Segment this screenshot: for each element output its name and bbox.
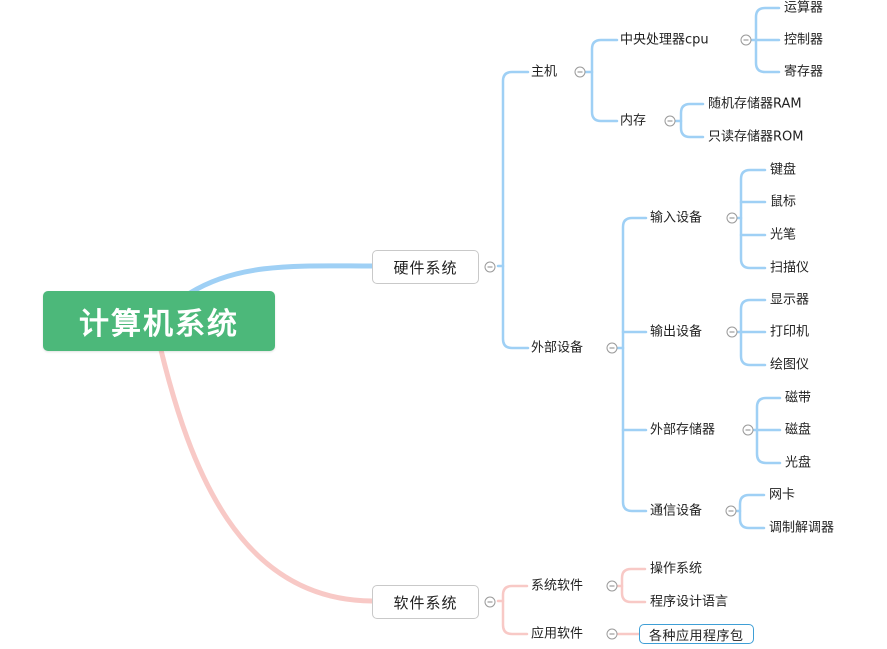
external-storage-collapse-icon[interactable] [742, 424, 754, 436]
host-node[interactable]: 主机 [531, 64, 558, 80]
memory-bracket [674, 102, 705, 139]
storage-leaf-1[interactable]: 磁带 [785, 390, 812, 406]
input-leaf-2[interactable]: 鼠标 [770, 194, 797, 210]
software-collapse-icon[interactable] [484, 596, 496, 608]
input-bracket [736, 168, 767, 270]
cpu-node[interactable]: 中央处理器cpu [620, 32, 709, 48]
system-software-bracket [616, 567, 647, 604]
output-devices-node[interactable]: 输出设备 [650, 324, 703, 340]
storage-bracket [752, 396, 782, 465]
memory-collapse-icon[interactable] [664, 115, 676, 127]
comm-bracket [735, 493, 766, 530]
output-leaf-1[interactable]: 显示器 [770, 292, 810, 308]
application-software-collapse-icon[interactable] [606, 628, 618, 640]
memory-leaf-2[interactable]: 只读存储器ROM [708, 129, 804, 145]
hardware-bracket [496, 70, 530, 350]
cpu-leaf-3[interactable]: 寄存器 [784, 64, 824, 80]
external-storage-node[interactable]: 外部存储器 [650, 422, 716, 438]
peripherals-bracket [616, 216, 648, 513]
input-leaf-4[interactable]: 扫描仪 [770, 260, 810, 276]
comm-leaf-1[interactable]: 网卡 [769, 487, 796, 503]
storage-leaf-3[interactable]: 光盘 [785, 455, 812, 471]
input-leaf-1[interactable]: 键盘 [770, 162, 797, 178]
cpu-leaf-1[interactable]: 运算器 [784, 0, 824, 16]
memory-node[interactable]: 内存 [620, 113, 647, 129]
host-collapse-icon[interactable] [574, 66, 586, 78]
cpu-leaf-2[interactable]: 控制器 [784, 32, 824, 48]
input-devices-node[interactable]: 输入设备 [650, 210, 703, 226]
hardware-node[interactable]: 硬件系统 [372, 250, 479, 284]
system-software-node[interactable]: 系统软件 [531, 578, 584, 594]
peripherals-collapse-icon[interactable] [606, 342, 618, 354]
root-software-connector [157, 343, 375, 604]
system-software-leaf-2[interactable]: 程序设计语言 [650, 594, 729, 610]
comm-devices-node[interactable]: 通信设备 [650, 503, 703, 519]
storage-leaf-2[interactable]: 磁盘 [785, 422, 812, 438]
output-leaf-3[interactable]: 绘图仪 [770, 357, 810, 373]
output-bracket [736, 298, 767, 367]
memory-leaf-1[interactable]: 随机存储器RAM [708, 96, 802, 112]
software-node[interactable]: 软件系统 [372, 585, 479, 619]
system-software-collapse-icon[interactable] [606, 580, 618, 592]
comm-devices-collapse-icon[interactable] [725, 505, 737, 517]
root-hardware-connector [187, 263, 375, 296]
application-software-node[interactable]: 应用软件 [531, 626, 584, 642]
hardware-collapse-icon[interactable] [484, 261, 496, 273]
software-bracket [496, 584, 529, 636]
host-bracket [583, 38, 619, 123]
application-package-node[interactable]: 各种应用程序包 [639, 624, 754, 644]
cpu-bracket [750, 6, 781, 74]
root-node[interactable]: 计算机系统 [43, 291, 275, 351]
system-software-leaf-1[interactable]: 操作系统 [650, 561, 703, 577]
peripherals-node[interactable]: 外部设备 [531, 340, 584, 356]
output-leaf-2[interactable]: 打印机 [770, 324, 810, 340]
input-devices-collapse-icon[interactable] [726, 212, 738, 224]
comm-leaf-2[interactable]: 调制解调器 [769, 520, 835, 536]
input-leaf-3[interactable]: 光笔 [770, 227, 797, 243]
cpu-collapse-icon[interactable] [740, 34, 752, 46]
output-devices-collapse-icon[interactable] [726, 326, 738, 338]
